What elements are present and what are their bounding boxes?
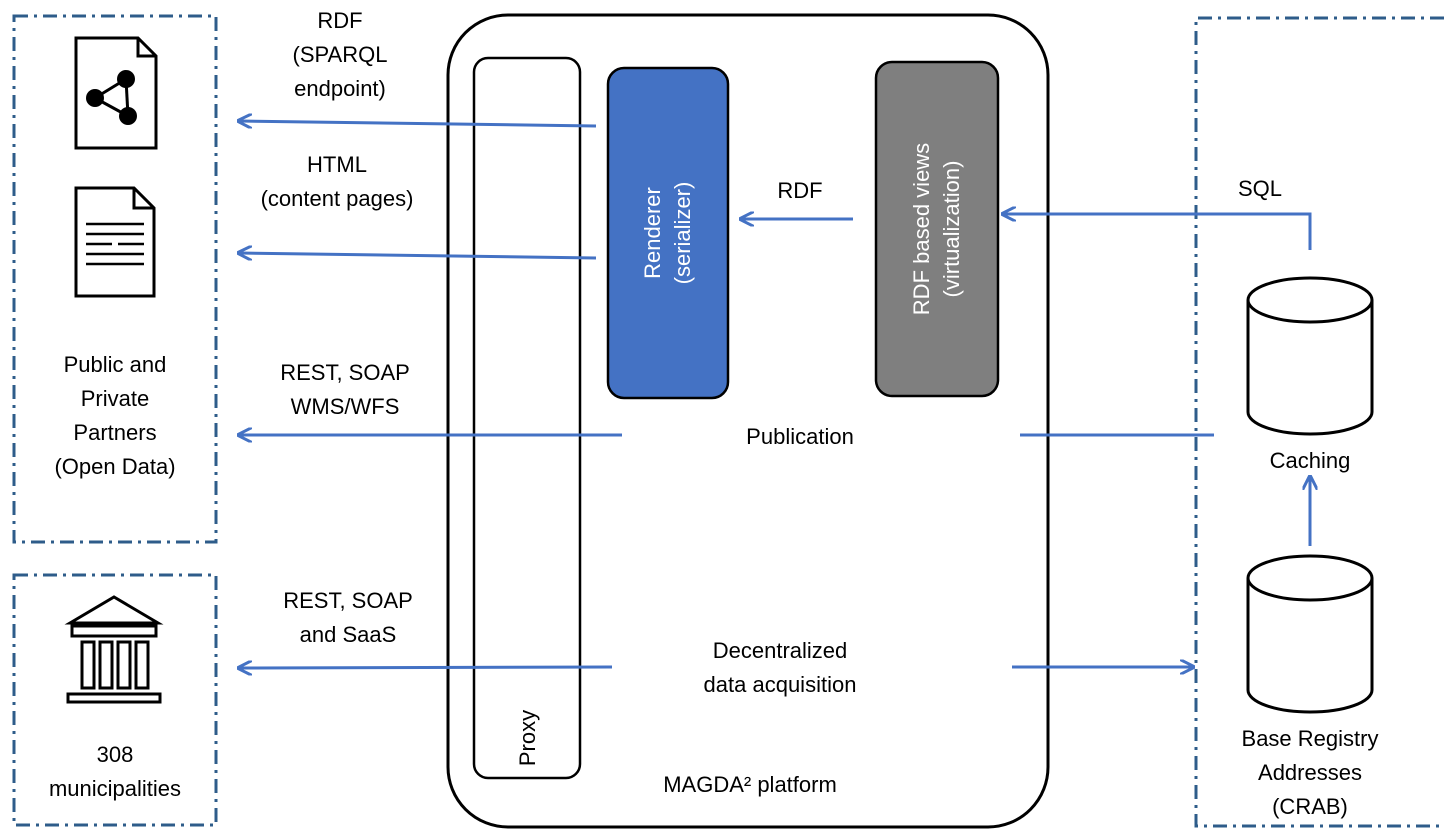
- flow-label-sql: SQL: [1237, 176, 1283, 201]
- caching-database-icon: [1246, 276, 1374, 436]
- flow-label-rest-soap-wms: REST, SOAP WMS/WFS: [280, 360, 410, 419]
- rdf-views-box: [874, 60, 1000, 398]
- renderer-label: Renderer (serializer): [640, 181, 695, 285]
- flow-label-rest-soap-saas: REST, SOAP and SaaS: [283, 588, 413, 647]
- arrow-rest-soap-saas: [240, 667, 613, 668]
- partners-group-border: [12, 14, 218, 544]
- arrow-sql: [1004, 214, 1312, 250]
- partners-label: Public and Private Partners (Open Data): [54, 352, 176, 479]
- decentralized-label: Decentralized data acquisition: [703, 638, 857, 697]
- arrow-html: [240, 253, 597, 258]
- base-registry-database-icon: [1246, 554, 1374, 714]
- flow-label-html: HTML (content pages): [260, 152, 414, 211]
- proxy-box: [472, 56, 582, 780]
- municipalities-label: 308 municipalities: [48, 742, 182, 801]
- rdf-views-label: RDF based views (virtualization): [909, 142, 964, 316]
- platform-box: [446, 13, 1050, 829]
- caching-label: Caching: [1269, 448, 1351, 473]
- platform-label: MAGDA² platform: [663, 772, 837, 797]
- arrow-rdf-sparql: [240, 121, 597, 126]
- rdf-graph-document-icon: [74, 36, 158, 150]
- government-building-icon: [64, 595, 164, 704]
- base-registry-label: Base Registry Addresses (CRAB): [1241, 726, 1379, 819]
- renderer-box: [606, 66, 730, 400]
- flow-label-rdf-internal: RDF: [777, 178, 823, 203]
- municipalities-group-border: [12, 573, 218, 827]
- html-document-icon: [74, 186, 156, 298]
- publication-label: Publication: [746, 424, 854, 449]
- flow-label-rdf-sparql: RDF (SPARQL endpoint): [292, 8, 388, 101]
- registry-group-border: [1194, 16, 1444, 828]
- proxy-label: Proxy: [515, 709, 540, 767]
